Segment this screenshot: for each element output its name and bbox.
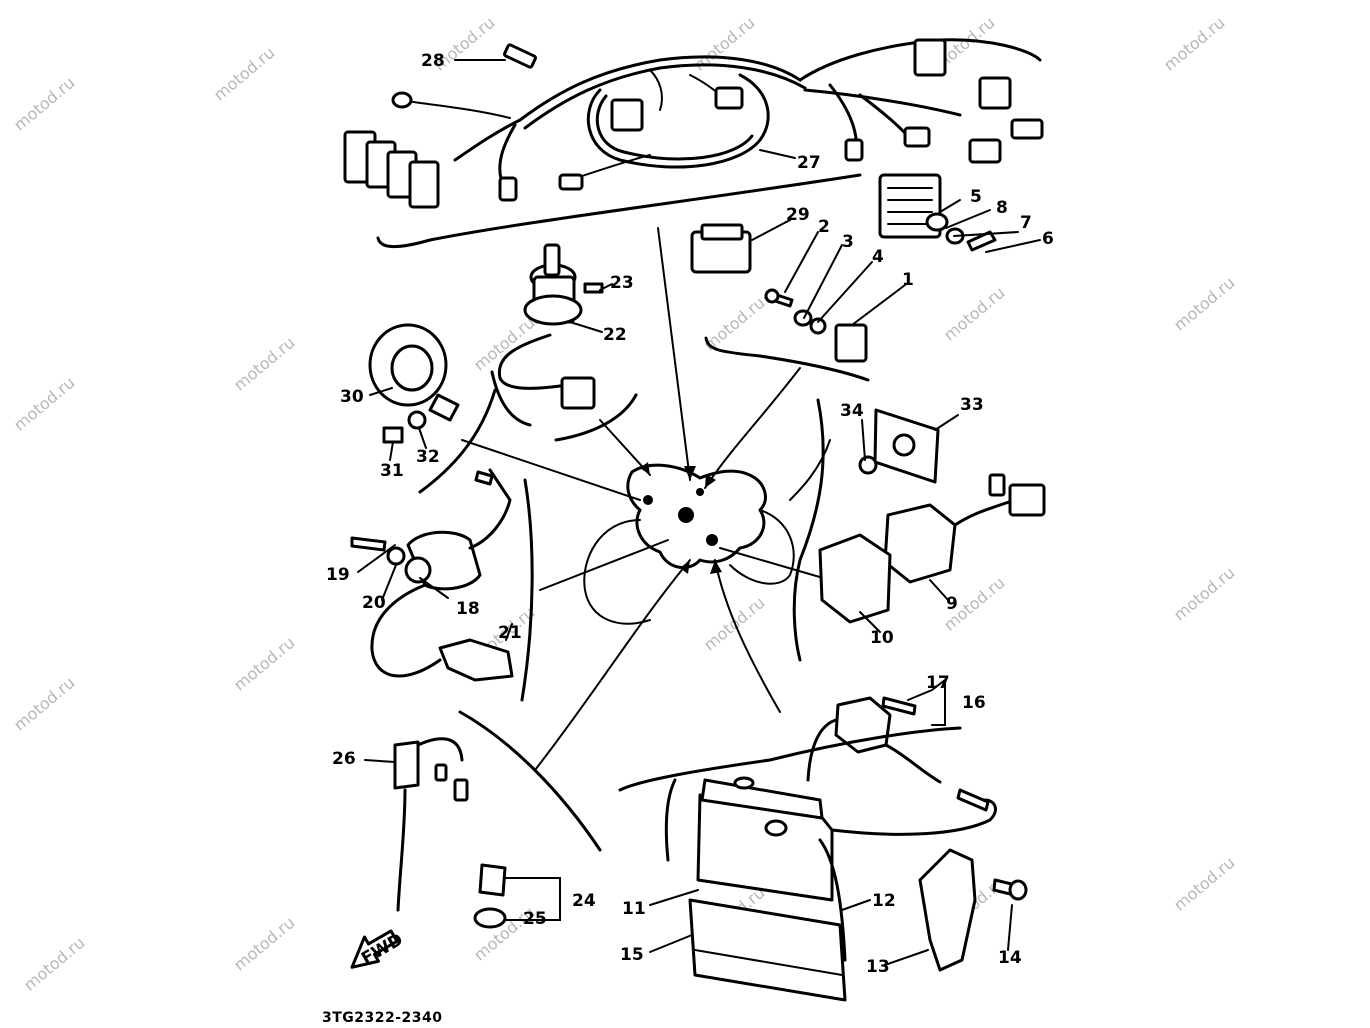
callout-31: 31 [380, 461, 404, 481]
sensor-group [350, 710, 602, 969]
callout-15: 15 [620, 945, 644, 965]
callout-8: 8 [996, 198, 1008, 218]
callout-22: 22 [603, 325, 627, 345]
callout-33: 33 [960, 395, 984, 415]
callout-16: 16 [962, 693, 986, 713]
igniter-regulator-group [792, 398, 1046, 662]
callout-1: 1 [902, 270, 914, 290]
callout-6: 6 [1042, 229, 1054, 249]
callout-24: 24 [572, 891, 596, 911]
relay-rectifier-group [690, 173, 997, 382]
main-switch-group [490, 243, 638, 442]
callout-28: 28 [421, 51, 445, 71]
callout-34: 34 [840, 401, 864, 421]
callout-3: 3 [842, 232, 854, 252]
callout-10: 10 [870, 628, 894, 648]
callout-27: 27 [797, 153, 821, 173]
wire-harness [343, 38, 1044, 248]
callout-29: 29 [786, 205, 810, 225]
callout-4: 4 [872, 247, 884, 267]
callout-18: 18 [456, 599, 480, 619]
callout-7: 7 [1020, 213, 1032, 233]
callout-12: 12 [872, 891, 896, 911]
fuse-holder-group [618, 696, 990, 812]
callout-21: 21 [498, 623, 522, 643]
ignition-coil-group [350, 468, 534, 702]
callout-26: 26 [332, 749, 356, 769]
callout-17: 17 [926, 673, 950, 693]
callout-leaders [357, 59, 1041, 966]
callout-30: 30 [340, 387, 364, 407]
horn-group [368, 323, 497, 494]
frame-center [583, 463, 795, 625]
callout-32: 32 [416, 447, 440, 467]
callout-13: 13 [866, 957, 890, 977]
leader-lines [461, 227, 831, 771]
callout-19: 19 [326, 565, 350, 585]
callout-23: 23 [610, 273, 634, 293]
battery-group [664, 776, 1028, 1002]
callout-20: 20 [362, 593, 386, 613]
drawing-code: 3TG2322-2340 [322, 1010, 443, 1026]
callout-labels: 28 27 29 2 3 4 1 5 8 7 6 23 22 30 31 32 … [326, 51, 1054, 977]
callout-14: 14 [998, 948, 1022, 968]
callout-2: 2 [818, 217, 830, 237]
callout-25: 25 [523, 909, 547, 929]
callout-9: 9 [946, 594, 958, 614]
callout-11: 11 [622, 899, 646, 919]
callout-5: 5 [970, 187, 982, 207]
